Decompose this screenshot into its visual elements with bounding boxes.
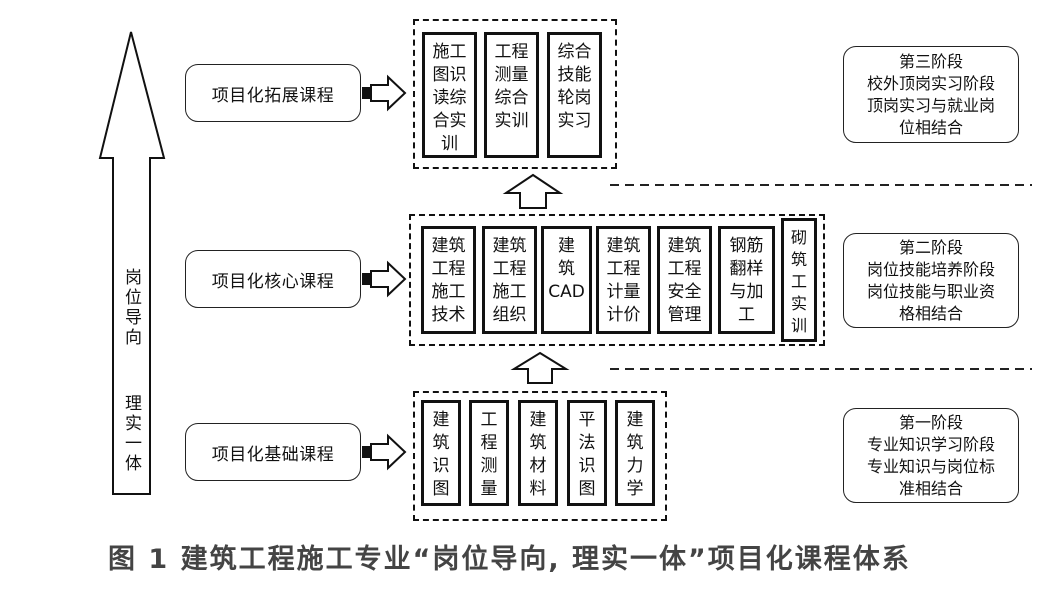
arrow-expand xyxy=(362,74,407,112)
stage-line: 位相结合 xyxy=(898,117,963,137)
expand-item: 工程 测量 综合 实训 xyxy=(484,32,539,158)
up-arrow-basic-to-core xyxy=(510,351,570,384)
basic-item: 建 筑 材 料 xyxy=(518,400,558,506)
core-item: 砌 筑 工 实 训 xyxy=(781,218,817,342)
core-item: 建 筑 CAD xyxy=(541,226,592,334)
basic-item: 工 程 测 量 xyxy=(469,400,509,506)
basic-item: 建 筑 力 学 xyxy=(615,400,655,506)
core-group xyxy=(409,214,825,346)
stage-line: 专业知识与岗位标 xyxy=(866,456,995,476)
stage-line: 专业知识学习阶段 xyxy=(866,434,995,454)
stage-line: 岗位技能与职业资 xyxy=(866,281,995,301)
stage-two: 第二阶段 岗位技能培养阶段 岗位技能与职业资 格相结合 xyxy=(843,233,1019,328)
stage-title: 第一阶段 xyxy=(898,412,963,432)
basic-group xyxy=(413,391,667,521)
stage-title: 第二阶段 xyxy=(898,237,963,257)
stage-title: 第三阶段 xyxy=(898,51,963,71)
figure-caption: 图 1 建筑工程施工专业“岗位导向, 理实一体”项目化课程体系 xyxy=(108,544,911,575)
expand-item: 综合 技能 轮岗 实习 xyxy=(547,32,602,158)
stage-three: 第三阶段 校外顶岗实习阶段 顶岗实习与就业岗 位相结合 xyxy=(843,46,1019,143)
stage-line: 格相结合 xyxy=(898,303,963,323)
course-core: 项目化核心课程 xyxy=(185,250,361,308)
core-item: 建筑 工程 施工 组织 xyxy=(482,226,537,334)
core-item: 建筑 工程 施工 技术 xyxy=(421,226,476,334)
core-item: 钢筋 翻样 与加 工 xyxy=(718,226,775,334)
stage-line: 准相结合 xyxy=(898,478,963,498)
arrow-core xyxy=(362,260,407,298)
course-expand: 项目化拓展课程 xyxy=(185,64,361,122)
basic-item: 平 法 识 图 xyxy=(567,400,607,506)
stage-line: 岗位技能培养阶段 xyxy=(866,259,995,279)
expand-item: 施工 图识 读综 合实 训 xyxy=(422,32,477,158)
stage-line: 校外顶岗实习阶段 xyxy=(866,73,995,93)
basic-item: 建 筑 识 图 xyxy=(421,400,461,506)
core-item: 建筑 工程 安全 管理 xyxy=(657,226,712,334)
axis-label: 岗位导向 理实一体 xyxy=(121,268,141,474)
stage-line: 顶岗实习与就业岗 xyxy=(866,95,995,115)
core-item: 建筑 工程 计量 计价 xyxy=(596,226,651,334)
course-basic: 项目化基础课程 xyxy=(185,423,361,481)
up-arrow-core-to-expand xyxy=(502,173,564,209)
expand-group xyxy=(413,19,617,169)
arrow-basic xyxy=(362,433,407,471)
stage-one: 第一阶段 专业知识学习阶段 专业知识与岗位标 准相结合 xyxy=(843,408,1019,503)
